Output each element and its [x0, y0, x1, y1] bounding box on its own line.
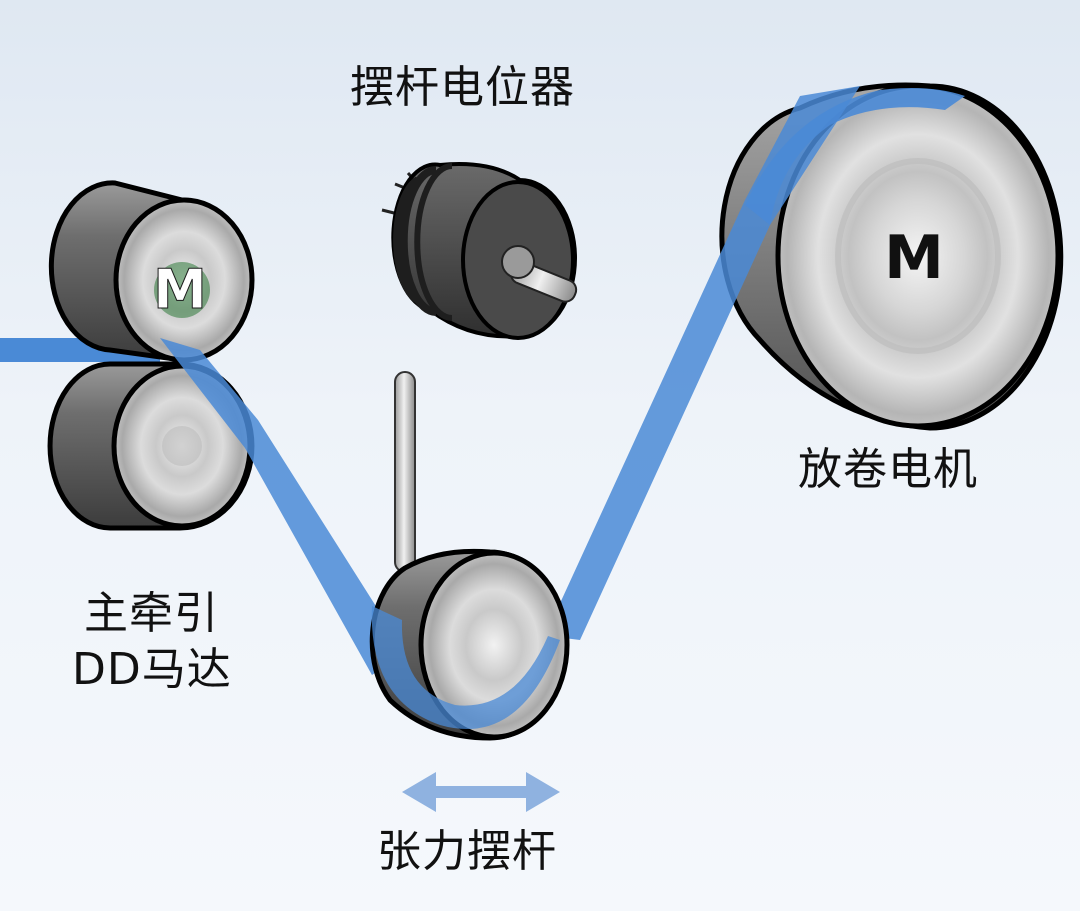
web-to-unwind-reel	[548, 86, 860, 640]
main-motor-mark: M	[153, 258, 207, 321]
unwind-motor-label: 放卷电机	[798, 444, 978, 495]
unwind-motor-reel	[719, 82, 1064, 431]
swing-arm-potentiometer	[381, 162, 578, 340]
potentiometer-label: 摆杆电位器	[350, 62, 575, 113]
motor-hub-glow	[154, 262, 210, 318]
unwind-reel-face	[775, 83, 1061, 429]
swing-direction-arrow	[402, 772, 560, 812]
tension-arm-label: 张力摆杆	[377, 826, 557, 877]
tension-arm-rod	[394, 371, 416, 573]
main-traction-label-line1: 主牵引	[84, 588, 219, 639]
main-traction-label-line2: DD马达	[72, 644, 232, 695]
web-wrap-tension	[371, 606, 560, 730]
web-to-tension-roller	[160, 338, 405, 675]
web-wrap-unwind	[745, 88, 965, 225]
unwind-motor-mark: M	[884, 223, 944, 293]
